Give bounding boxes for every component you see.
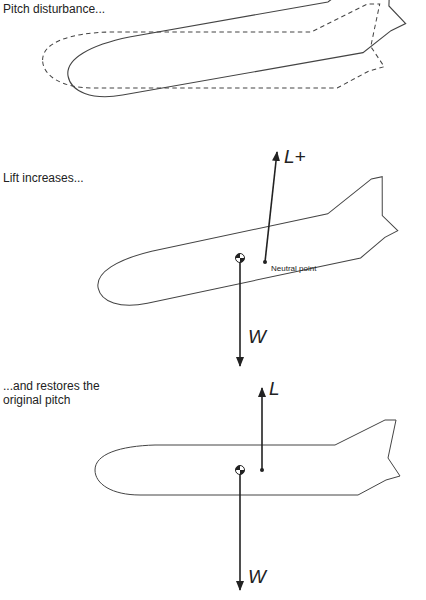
step-caption: ...and restores the original pitch xyxy=(3,380,111,408)
neutral-point xyxy=(260,468,264,472)
weight-arrow xyxy=(239,470,241,590)
force-symbol: L xyxy=(269,378,280,400)
force-symbol: W xyxy=(248,326,266,348)
neutral-point xyxy=(263,260,267,264)
lift-arrow xyxy=(261,388,263,470)
step-caption: Lift increases... xyxy=(3,172,84,186)
pitched-aircraft xyxy=(88,176,402,313)
point-label: Neutral point xyxy=(271,264,316,273)
step-caption: Pitch disturbance... xyxy=(3,3,105,17)
disturbed-attitude xyxy=(58,0,409,104)
weight-arrow xyxy=(239,258,241,366)
lift-arrow xyxy=(265,152,277,262)
centre-of-gravity xyxy=(236,254,245,263)
force-symbol: L+ xyxy=(284,146,306,168)
restored-aircraft xyxy=(95,420,400,495)
centre-of-gravity xyxy=(236,466,245,475)
force-symbol: W xyxy=(248,566,266,588)
